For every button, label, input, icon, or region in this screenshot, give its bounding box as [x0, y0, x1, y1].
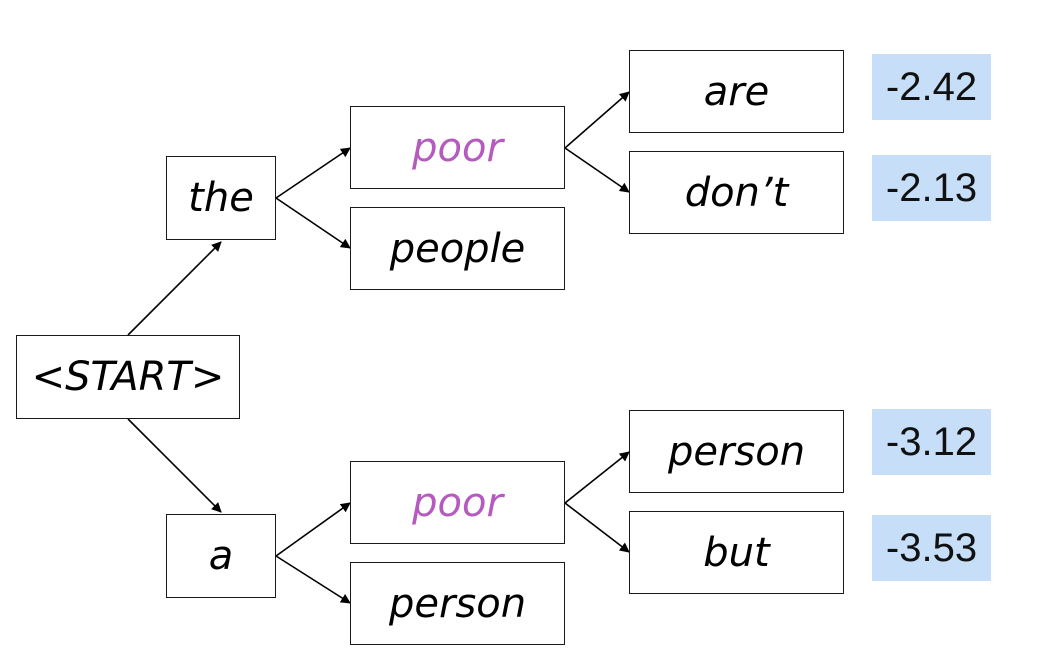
- node-a-label: a: [208, 533, 234, 579]
- score-are: -2.42: [872, 54, 991, 120]
- node-are: are: [629, 50, 844, 133]
- node-but: but: [629, 511, 844, 594]
- edge-a-to-person: [275, 555, 351, 604]
- node-a-poor: poor: [350, 461, 565, 544]
- score-person: -3.12: [872, 409, 991, 475]
- node-the-people: people: [350, 207, 565, 290]
- node-dont: don’t: [629, 151, 844, 234]
- node-person-label: person: [667, 428, 806, 475]
- node-a-person: person: [350, 562, 565, 645]
- edge-start-to-the: [127, 241, 222, 336]
- node-are-label: are: [703, 68, 770, 115]
- node-the: the: [166, 156, 276, 240]
- node-the-label: the: [188, 175, 254, 221]
- node-a-person-label: person: [388, 580, 527, 627]
- edge-poor-to-dont: [564, 147, 630, 193]
- node-person: person: [629, 410, 844, 493]
- edge-poor-to-person: [564, 451, 630, 504]
- node-but-label: but: [703, 529, 770, 576]
- edge-a-to-poor: [275, 502, 351, 557]
- edge-the-to-poor: [275, 147, 351, 199]
- node-the-people-label: people: [389, 225, 526, 272]
- edge-start-to-a: [127, 418, 222, 513]
- score-dont: -2.13: [872, 155, 991, 221]
- edge-the-to-people: [275, 197, 351, 249]
- score-but: -3.53: [872, 515, 991, 581]
- node-the-poor-label: poor: [412, 124, 503, 171]
- score-are-value: -2.42: [885, 64, 978, 109]
- score-but-value: -3.53: [885, 525, 978, 570]
- node-start-label: <START>: [31, 354, 225, 400]
- edge-poor-to-but: [564, 502, 630, 553]
- score-person-value: -3.12: [885, 419, 978, 464]
- score-dont-value: -2.13: [885, 165, 978, 210]
- node-a: a: [166, 514, 276, 598]
- edge-poor-to-are: [564, 91, 630, 149]
- node-dont-label: don’t: [684, 169, 789, 216]
- node-a-poor-label: poor: [412, 479, 503, 526]
- node-start: <START>: [16, 335, 240, 419]
- node-the-poor: poor: [350, 106, 565, 189]
